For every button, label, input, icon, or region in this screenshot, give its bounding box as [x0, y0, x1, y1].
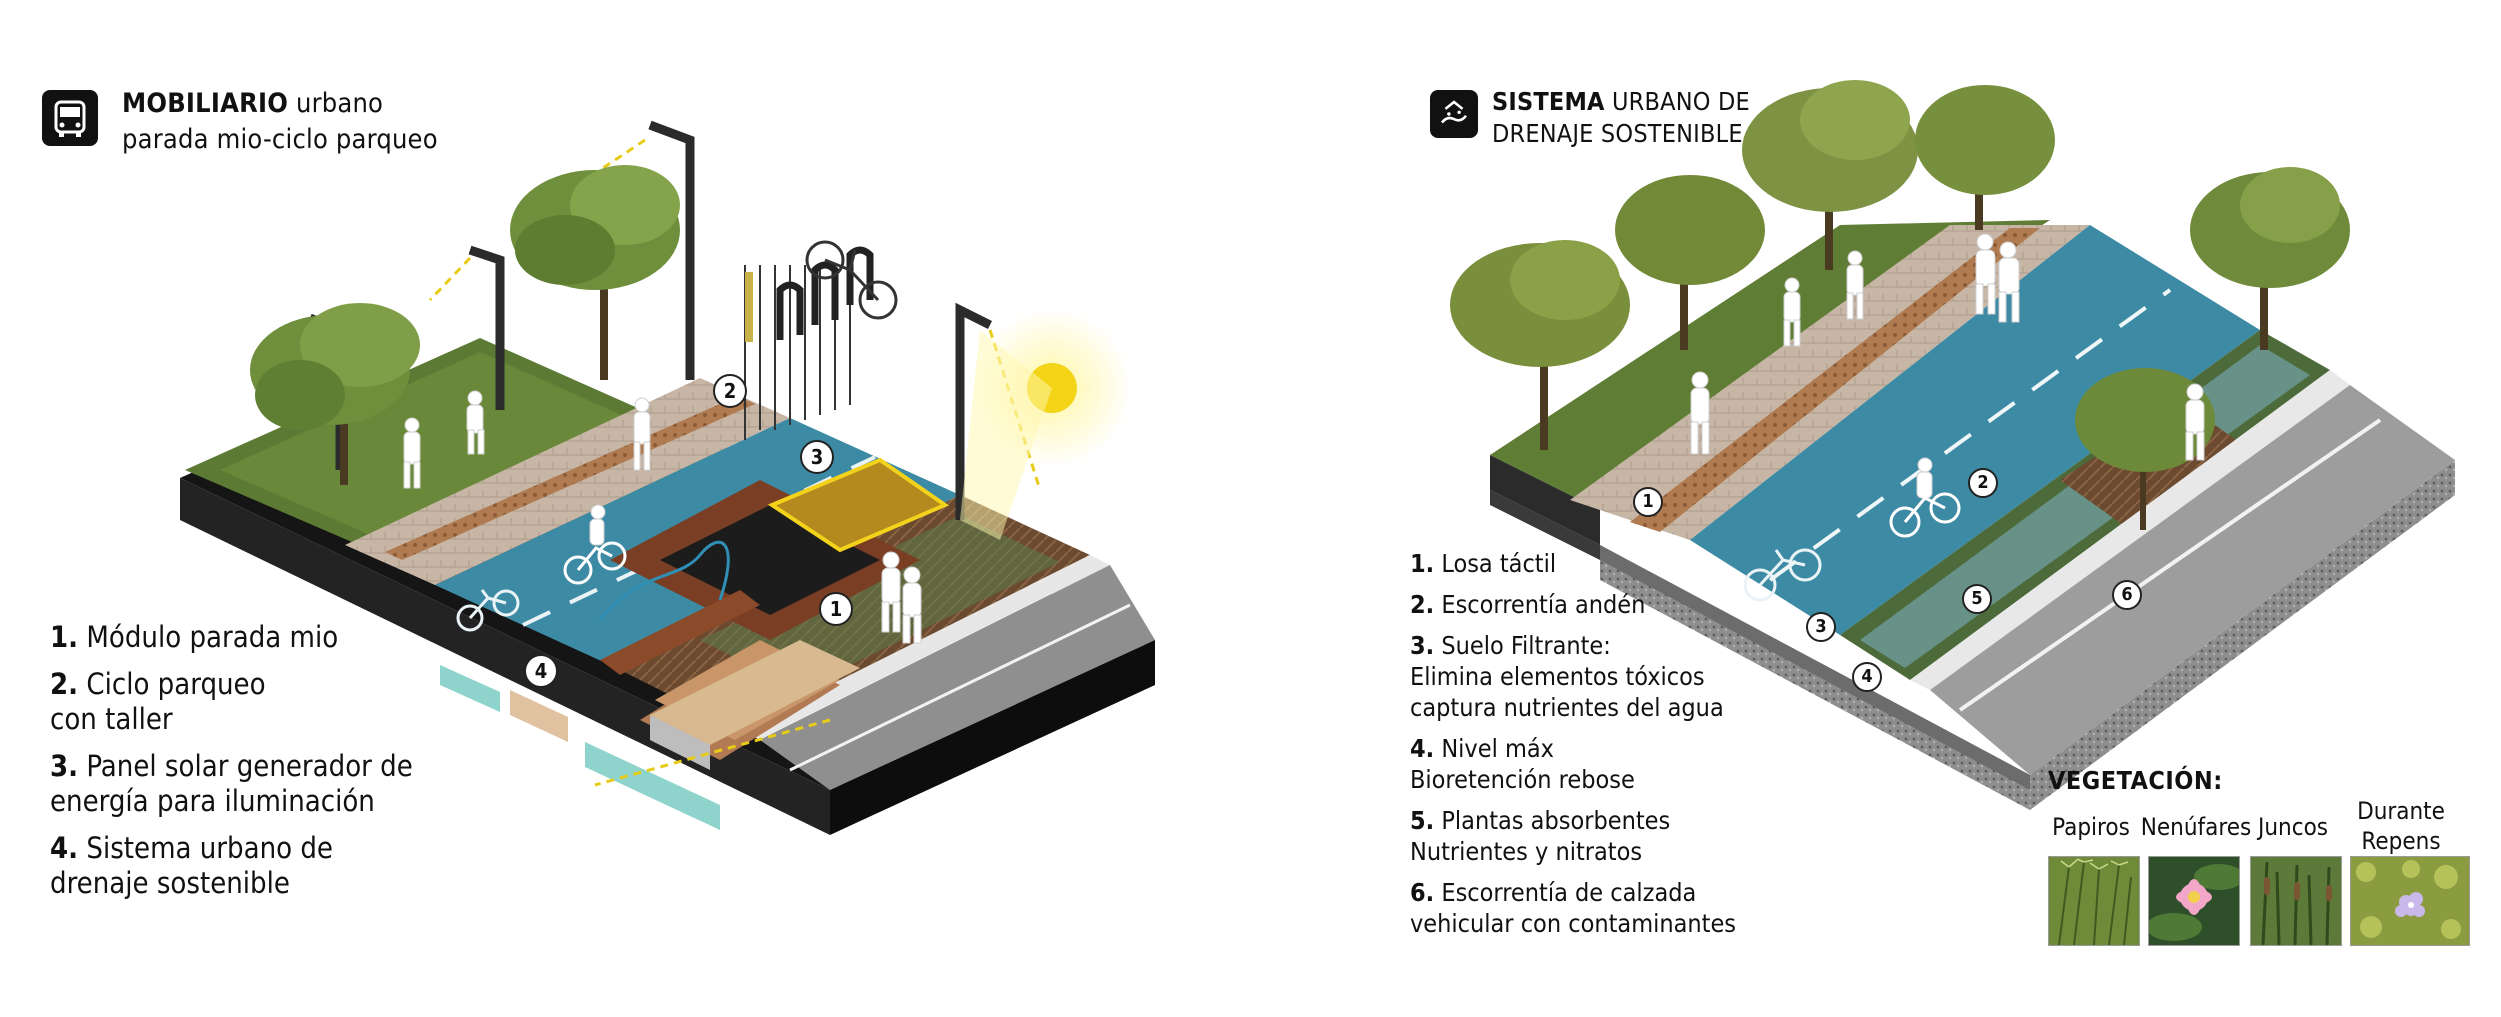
veg-label-juncos: Juncos: [2257, 813, 2329, 841]
legend-text: Nutrientes y nitratos: [1410, 837, 1643, 866]
right-scene: [1450, 80, 2455, 810]
left-marker-2: 2: [713, 374, 747, 408]
legend-text: Sistema urbano de: [86, 831, 333, 865]
legend-text: Ciclo parqueo: [86, 667, 266, 701]
right-legend-item-2: 2. Escorrentía andén: [1410, 589, 1736, 620]
right-header-title-bold: SISTEMA: [1492, 87, 1605, 116]
left-legend-item-4: 4. Sistema urbano de drenaje sostenible: [50, 831, 413, 901]
legend-text: Módulo parada mio: [86, 620, 339, 654]
legend-text: con taller: [50, 702, 173, 736]
legend-text: Plantas absorbentes: [1441, 806, 1671, 835]
right-legend-item-3: 3. Suelo Filtrante: Elimina elementos tó…: [1410, 630, 1736, 723]
left-marker-4: 4: [524, 654, 558, 688]
legend-text: drenaje sostenible: [50, 866, 290, 900]
left-legend-item-2: 2. Ciclo parqueo con taller: [50, 667, 413, 737]
veg-label-duranta-line-1: Durante: [2357, 797, 2445, 825]
right-header-subtitle: DRENAJE SOSTENIBLE: [1492, 119, 1743, 148]
legend-text: energía para iluminación: [50, 784, 375, 818]
duranta-photo: [2350, 856, 2470, 946]
vegetation-title: VEGETACIÓN:: [2048, 766, 2223, 795]
bus-icon: [42, 90, 98, 146]
left-marker-3: 3: [800, 440, 834, 474]
right-marker-5: 5: [1962, 584, 1992, 614]
legend-num: 2.: [50, 667, 79, 701]
legend-num: 4.: [50, 831, 79, 865]
right-legend-item-5: 5. Plantas absorbentes Nutrientes y nitr…: [1410, 805, 1736, 867]
left-header-title-bold: MOBILIARIO: [122, 88, 289, 119]
veg-label-duranta-line-2: Repens: [2361, 827, 2441, 855]
legend-num: 1.: [1410, 549, 1435, 578]
right-legend-item-1: 1. Losa táctil: [1410, 548, 1736, 579]
legend-text: Elimina elementos tóxicos: [1410, 662, 1705, 691]
left-legend: 1. Módulo parada mio 2. Ciclo parqueo co…: [50, 620, 413, 913]
right-header-title-rest: URBANO DE: [1604, 87, 1750, 116]
legend-num: 5.: [1410, 806, 1435, 835]
right-marker-3: 3: [1806, 612, 1836, 642]
right-marker-2: 2: [1968, 468, 1998, 498]
left-header: MOBILIARIO urbano parada mio-ciclo parqu…: [122, 86, 438, 158]
rush-photo: [2250, 856, 2342, 946]
legend-num: 2.: [1410, 590, 1435, 619]
right-legend-item-4: 4. Nivel máx Bioretención rebose: [1410, 733, 1736, 795]
legend-num: 6.: [1410, 878, 1435, 907]
legend-num: 4.: [1410, 734, 1435, 763]
legend-text: Escorrentía andén: [1441, 590, 1646, 619]
left-header-subtitle: parada mio-ciclo parqueo: [122, 124, 438, 155]
right-legend-item-6: 6. Escorrentía de calzada vehicular con …: [1410, 877, 1736, 939]
right-marker-4: 4: [1852, 662, 1882, 692]
left-legend-item-1: 1. Módulo parada mio: [50, 620, 413, 655]
legend-text: Nivel máx: [1441, 734, 1554, 763]
veg-label-papiros: Papiros: [2052, 813, 2130, 841]
right-marker-1: 1: [1633, 487, 1663, 517]
right-header: SISTEMA URBANO DE DRENAJE SOSTENIBLE: [1492, 86, 1750, 150]
left-header-title-rest: urbano: [288, 88, 384, 119]
legend-num: 3.: [50, 749, 79, 783]
right-marker-6: 6: [2112, 580, 2142, 610]
legend-num: 3.: [1410, 631, 1435, 660]
legend-text: Suelo Filtrante:: [1441, 631, 1611, 660]
right-legend: 1. Losa táctil 2. Escorrentía andén 3. S…: [1410, 548, 1736, 949]
water-drain-icon: [1430, 90, 1478, 138]
legend-text: vehicular con contaminantes: [1410, 909, 1737, 938]
veg-label-nenufares: Nenúfares: [2140, 813, 2252, 841]
legend-text: Losa táctil: [1441, 549, 1557, 578]
legend-text: captura nutrientes del agua: [1410, 693, 1724, 722]
legend-text: Panel solar generador de: [86, 749, 413, 783]
water-lily-photo: [2148, 856, 2240, 946]
legend-text: Escorrentía de calzada: [1441, 878, 1697, 907]
legend-num: 1.: [50, 620, 79, 654]
veg-label-duranta: Durante Repens: [2346, 796, 2456, 856]
left-marker-1: 1: [819, 592, 853, 626]
left-legend-item-3: 3. Panel solar generador de energía para…: [50, 749, 413, 819]
legend-text: Bioretención rebose: [1410, 765, 1635, 794]
papyrus-photo: [2048, 856, 2140, 946]
